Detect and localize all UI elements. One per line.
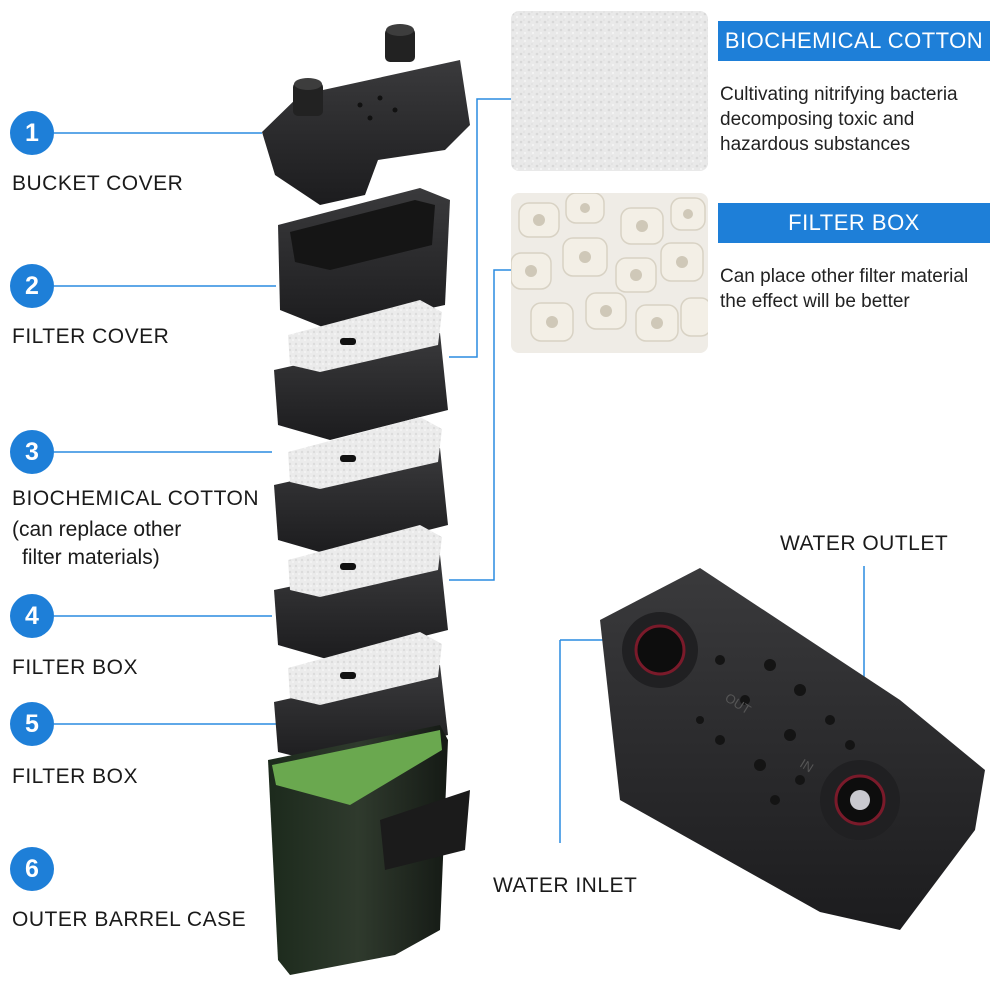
lid-detail-illustration [600,568,985,930]
cotton-sample-image [511,11,708,171]
material-header-biochemical-cotton: BIOCHEMICAL COTTON [718,21,990,61]
filter-cover-illustration [278,188,450,330]
part-number-badge-1: 1 [10,111,54,155]
cotton-box-4-illustration [274,417,448,555]
material-desc-filter-box-line-1: Can place other filter material [720,266,969,287]
cotton-box-3-illustration [274,300,448,440]
part-number-badge-2: 2 [10,264,54,308]
part-note-line-2: filter materials) [22,546,160,569]
material-desc-cotton-line-3: hazardous substances [720,134,911,155]
callout-water-outlet: WATER OUTLET [780,532,949,555]
callout-water-inlet: WATER INLET [493,874,638,897]
part-label-filter-box-4: FILTER BOX [12,656,138,679]
material-desc-cotton-line-1: Cultivating nitrifying bacteria [720,84,958,105]
cotton-box-5-illustration [274,525,448,660]
part-connector-lines [54,132,276,725]
part-label-outer-barrel-case: OUTER BARREL CASE [12,908,247,931]
part-number-badge-4: 4 [10,594,54,638]
ceramic-rings-sample-image [511,193,708,353]
material-desc-filter-box-line-2: the effect will be better [720,291,910,312]
part-label-biochemical-cotton: BIOCHEMICAL COTTON [12,487,260,510]
part-note-line-1: (can replace other [12,518,182,541]
outer-barrel-illustration [268,725,470,975]
material-header-filter-box: FILTER BOX [718,203,990,243]
material-desc-cotton-line-2: decomposing toxic and [720,109,915,130]
part-label-bucket-cover: BUCKET COVER [12,172,184,195]
part-number-badge-6: 6 [10,847,54,891]
part-label-filter-cover: FILTER COVER [12,325,170,348]
part-label-filter-box-5: FILTER BOX [12,765,138,788]
bucket-cover-illustration [262,24,470,205]
part-number-badge-5: 5 [10,702,54,746]
part-number-badge-3: 3 [10,430,54,474]
